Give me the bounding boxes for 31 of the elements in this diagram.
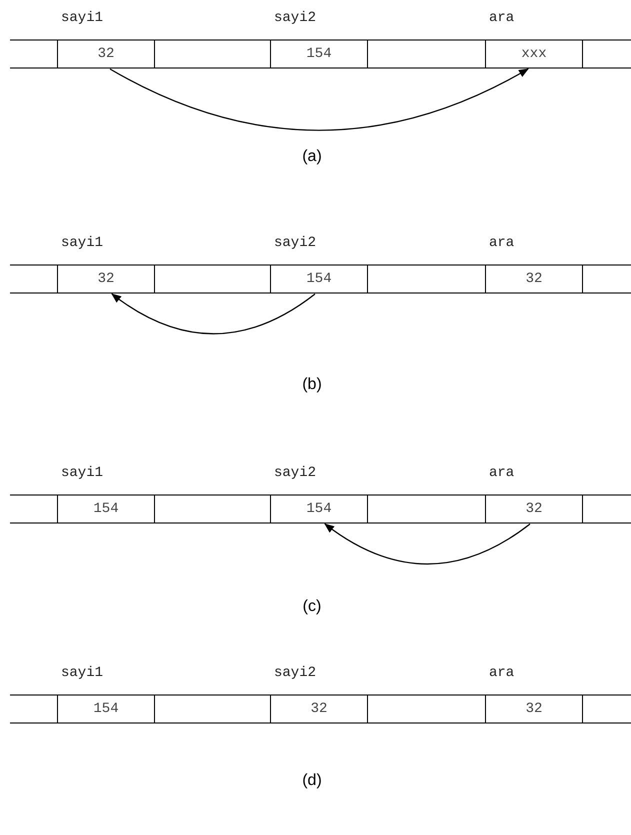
- panel-label: (c): [302, 598, 322, 616]
- variable-name: sayi1: [61, 665, 104, 681]
- cell-value: 32: [96, 46, 116, 62]
- variable-name: sayi1: [61, 235, 104, 251]
- panel-label: (d): [301, 772, 323, 790]
- cell-value: 154: [305, 501, 333, 517]
- curved-arrow: [324, 523, 530, 565]
- cell-value: 154: [92, 501, 120, 517]
- panel-label: (b): [301, 376, 323, 394]
- cell-value: 154: [305, 46, 333, 62]
- cell-value: 32: [524, 271, 544, 287]
- cell-value: 154: [92, 701, 120, 717]
- variable-name: sayi1: [61, 10, 104, 26]
- curved-arrow: [110, 68, 529, 131]
- variable-name: sayi2: [274, 465, 316, 481]
- curved-arrow: [111, 293, 316, 334]
- variable-name: sayi2: [274, 10, 316, 26]
- variable-name: ara: [489, 665, 514, 681]
- variable-name: sayi2: [274, 235, 316, 251]
- cell-value: xxx: [520, 46, 548, 62]
- variable-name: ara: [489, 465, 514, 481]
- variable-name: sayi2: [274, 665, 316, 681]
- variable-name: ara: [489, 10, 514, 26]
- cell-value: 32: [310, 701, 328, 717]
- panel-label: (a): [301, 148, 323, 166]
- cell-value: 32: [524, 501, 544, 517]
- cell-value: 32: [96, 271, 116, 287]
- cell-value: 154: [305, 271, 333, 287]
- variable-name: ara: [489, 235, 514, 251]
- cell-value: 32: [524, 701, 544, 717]
- variable-name: sayi1: [61, 465, 104, 481]
